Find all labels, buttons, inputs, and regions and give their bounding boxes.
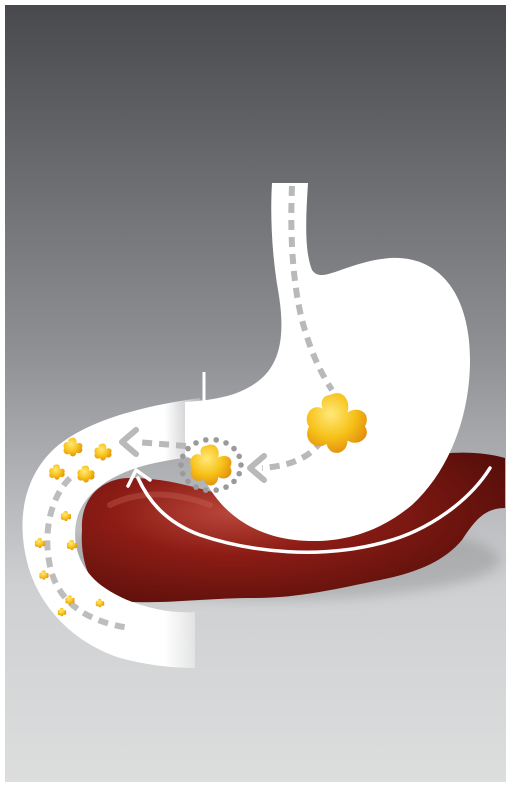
halo-dot (236, 471, 242, 477)
halo-dot (203, 487, 209, 493)
halo-dot (238, 462, 244, 468)
halo-dot (185, 479, 191, 485)
halo-dot (193, 440, 199, 446)
food-path-dashed (136, 442, 186, 446)
halo-dot (231, 479, 237, 485)
halo-dot (213, 487, 219, 493)
halo-dot (203, 437, 209, 443)
halo-dot (180, 454, 186, 460)
halo-dot (236, 454, 242, 460)
halo-dot (223, 440, 229, 446)
halo-dot (180, 471, 186, 477)
halo-dot (223, 484, 229, 490)
halo-dot (178, 462, 184, 468)
halo-dot (213, 437, 219, 443)
halo-dot (193, 484, 199, 490)
halo-dot (185, 446, 191, 452)
halo-dot (231, 446, 237, 452)
